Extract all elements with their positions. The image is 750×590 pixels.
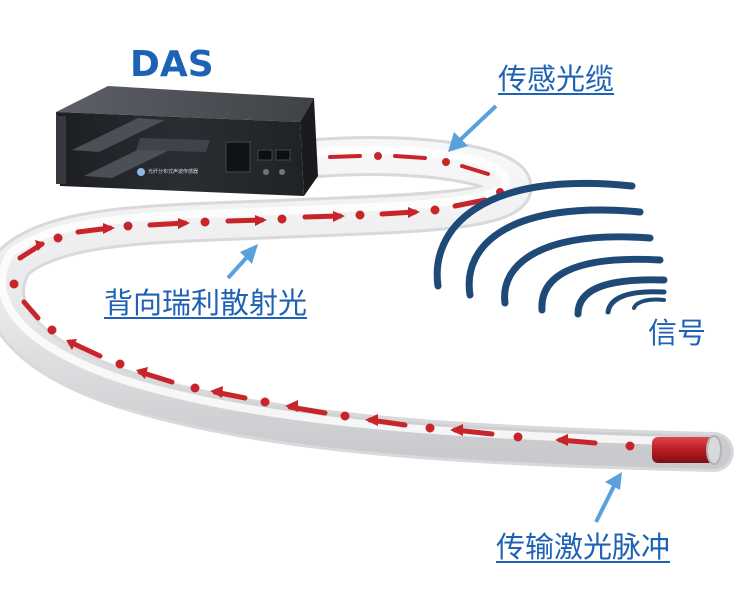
backscatter-arrowheads	[35, 207, 568, 446]
das-device	[56, 86, 318, 196]
cable-label: 传感光缆	[498, 62, 615, 96]
callout-arrows	[226, 104, 622, 523]
das-title: DAS	[130, 44, 214, 85]
device-front-text: 光纤分布式声波传感器	[148, 169, 199, 175]
pulse-label: 传输激光脉冲	[496, 530, 671, 564]
fiber-cable	[0, 136, 734, 472]
laser-pulse	[652, 435, 722, 465]
backscatter-label: 背向瑞利散射光	[104, 286, 308, 320]
signal-label: 信号	[648, 316, 707, 350]
signal-waves	[433, 179, 668, 318]
